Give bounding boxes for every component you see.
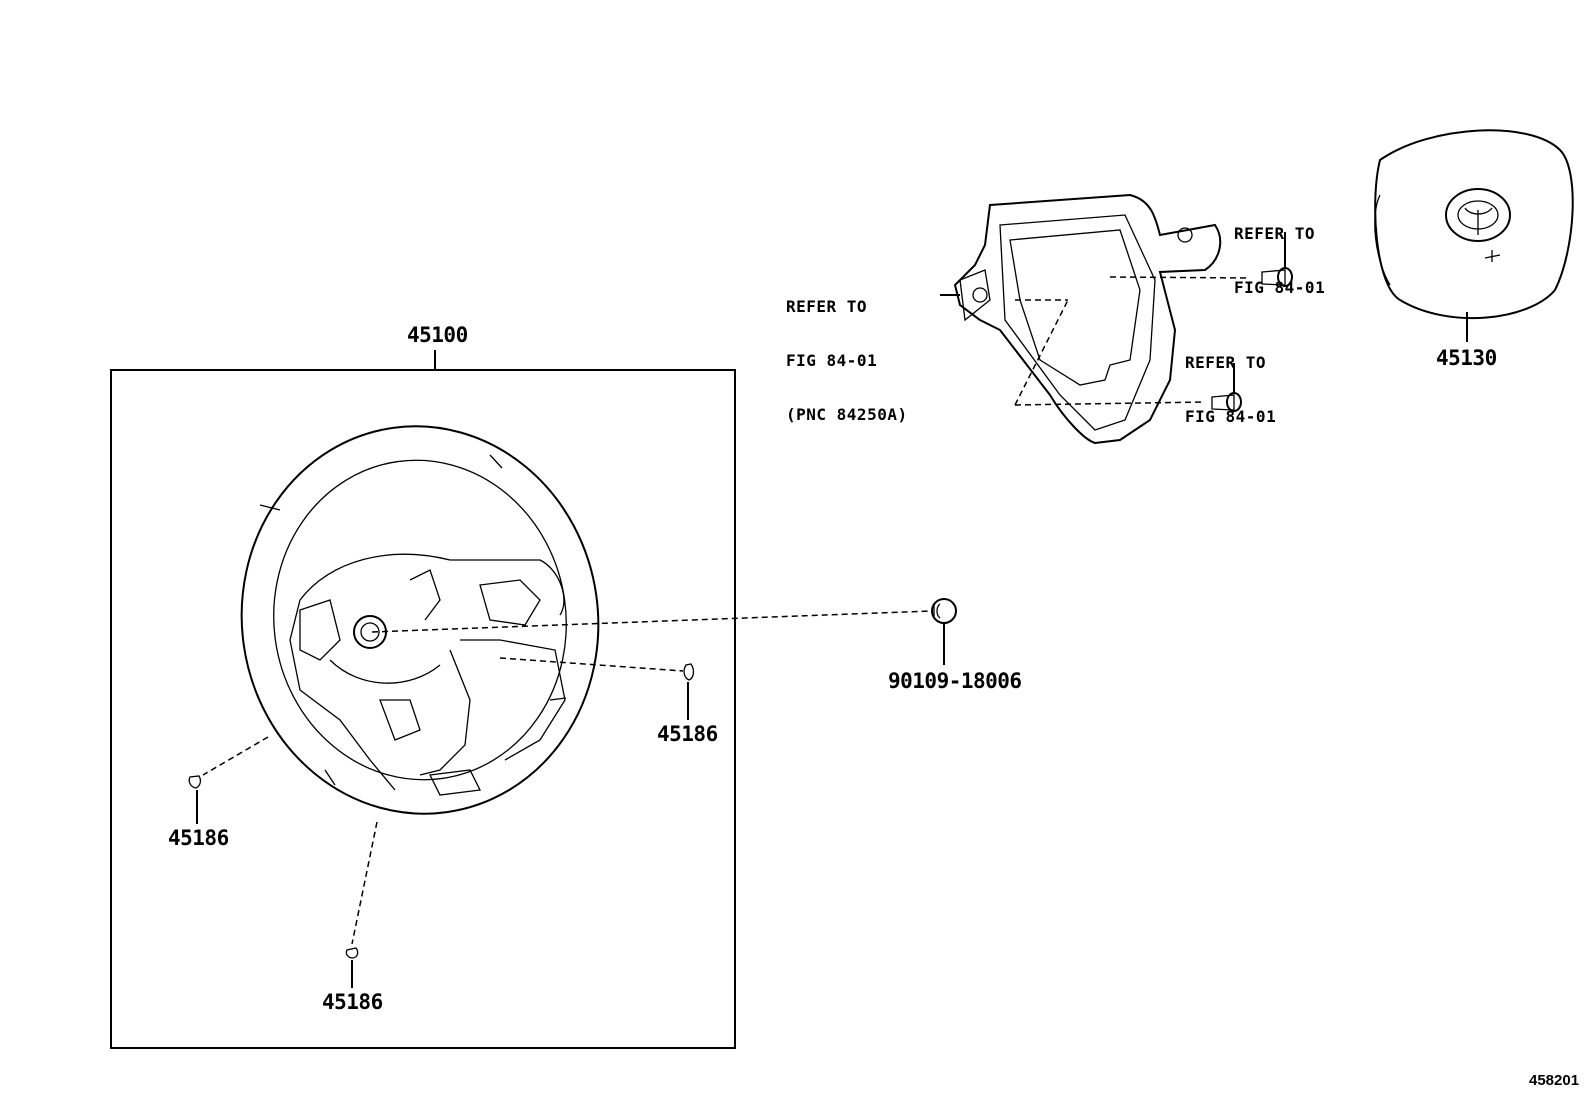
refer-top-right-line2: FIG 84-01 [1234, 278, 1326, 297]
label-45186-right: 45186 [657, 722, 718, 746]
bolt-part [931, 598, 957, 624]
label-45186-left: 45186 [168, 826, 229, 850]
label-45130: 45130 [1436, 346, 1497, 370]
refer-left-line3: (PNC 84250A) [786, 405, 908, 424]
refer-left-line1: REFER TO [786, 297, 868, 316]
plug-right-part [683, 663, 695, 681]
label-45186-bottom: 45186 [322, 990, 383, 1014]
refer-top-right: REFER TO FIG 84-01 [1234, 189, 1325, 315]
airbag-part [1374, 129, 1574, 320]
plug-bottom-part [345, 947, 359, 959]
figure-number: 458201 [1529, 1072, 1580, 1089]
refer-left: REFER TO FIG 84-01 (PNC 84250A) [786, 262, 908, 442]
plug-left-part [188, 775, 202, 789]
refer-mid-right-line1: REFER TO [1185, 353, 1267, 372]
steering-cover [953, 193, 1222, 445]
refer-mid-right: REFER TO FIG 84-01 [1185, 318, 1276, 444]
steering-wheel [240, 425, 600, 815]
assembly-box [110, 369, 736, 1049]
label-90109-18006: 90109-18006 [888, 669, 1022, 693]
label-45100: 45100 [407, 323, 468, 347]
refer-mid-right-line2: FIG 84-01 [1185, 407, 1277, 426]
refer-top-right-line1: REFER TO [1234, 224, 1316, 243]
refer-left-line2: FIG 84-01 [786, 351, 878, 370]
